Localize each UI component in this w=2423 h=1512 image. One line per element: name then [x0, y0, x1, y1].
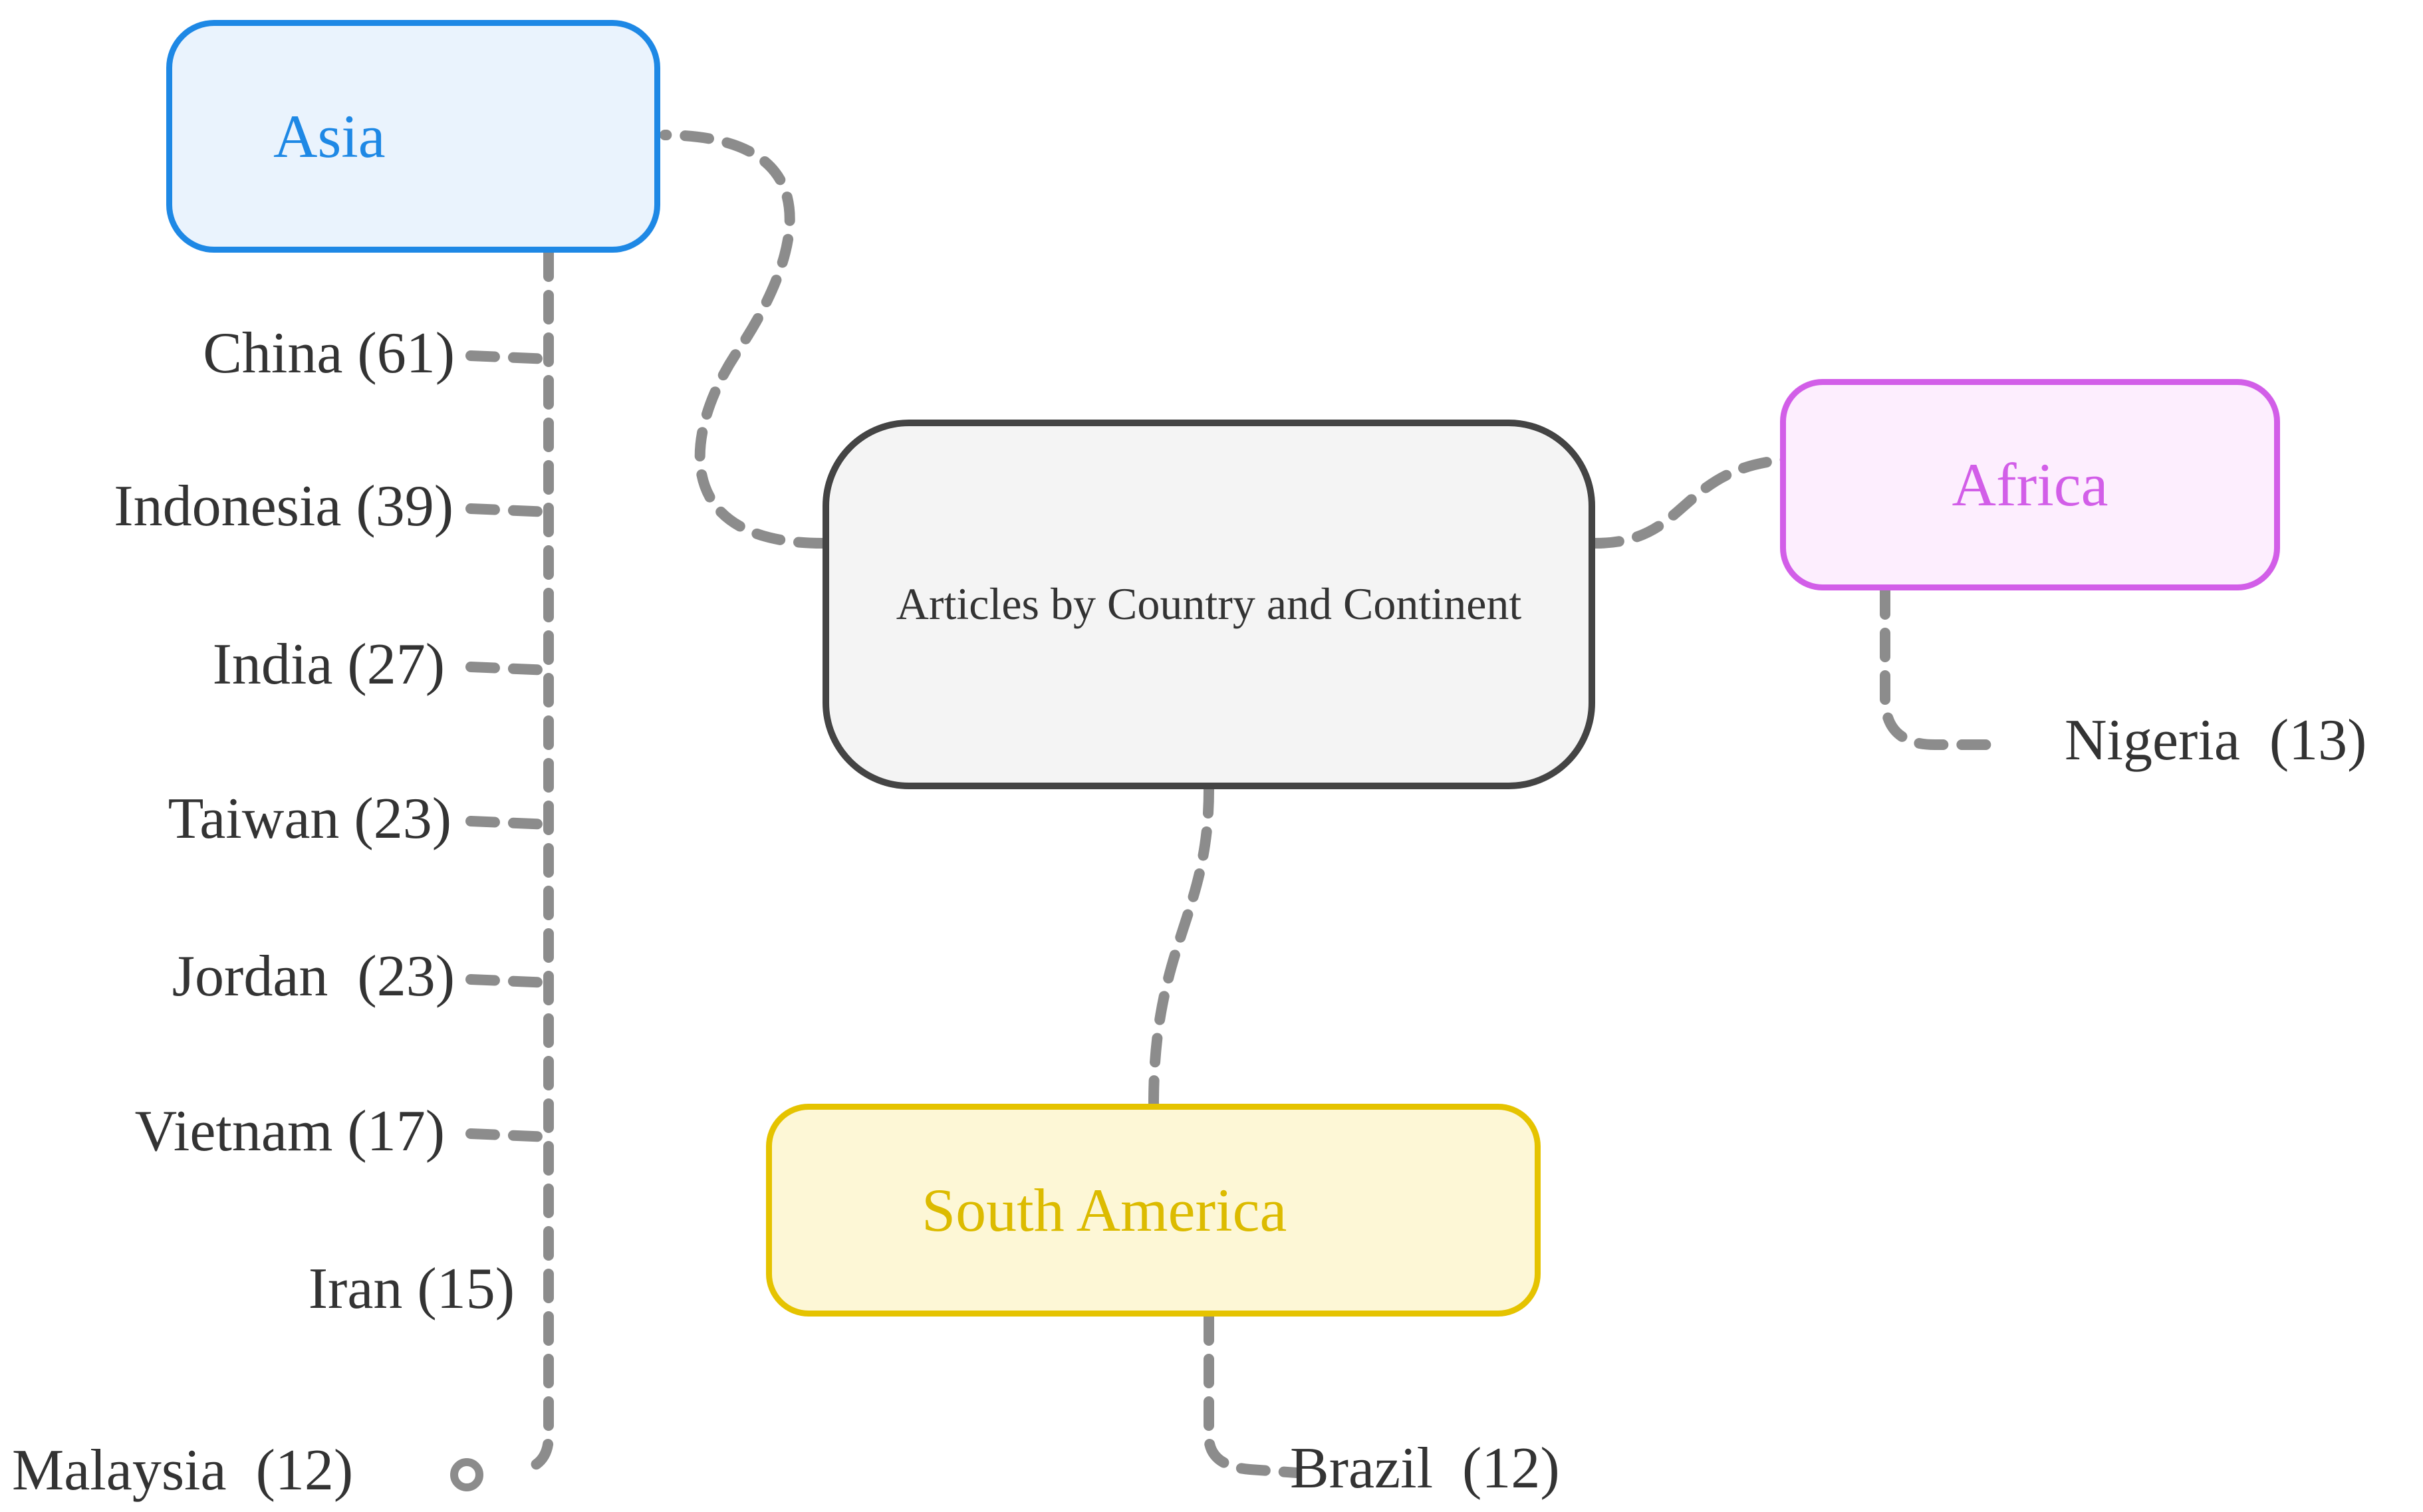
link-center-asia [660, 130, 828, 549]
node-south-america-label: South America [922, 1176, 1287, 1244]
node-central-topic: Articles by Country and Continent [823, 420, 1595, 789]
country-jordan: Jordan (23) [172, 944, 455, 1009]
malaysia-endpoint [450, 1458, 483, 1491]
country-indonesia: Indonesia (39) [114, 474, 468, 539]
link-center-africa [1590, 453, 1814, 549]
node-asia-label: Asia [273, 102, 386, 170]
branch-vietnam [465, 1128, 554, 1142]
node-asia: Asia [166, 20, 660, 253]
node-south-america: South America [766, 1104, 1541, 1317]
branch-jordan [465, 974, 554, 988]
branch-brazil [1204, 1311, 1302, 1478]
country-brazil: Brazil (12) [1290, 1436, 1560, 1501]
country-nigeria: Nigeria (13) [2065, 708, 2367, 773]
node-africa: Africa [1780, 379, 2280, 590]
country-malaysia: Malaysia (12) [12, 1438, 354, 1503]
asia-trunk [520, 247, 554, 1475]
branch-indonesia [465, 503, 554, 517]
country-india: India (27) [212, 632, 445, 697]
branch-nigeria [1880, 585, 2000, 750]
country-iran: Iran (15) [308, 1257, 515, 1321]
branch-india [465, 662, 554, 676]
node-africa-label: Africa [1952, 451, 2108, 519]
link-center-south-america [1148, 784, 1214, 1109]
branch-taiwan [465, 816, 554, 830]
country-taiwan: Taiwan (23) [168, 787, 451, 851]
branch-china [465, 350, 554, 364]
central-topic-label: Articles by Country and Continent [896, 578, 1522, 630]
country-china: China (61) [203, 321, 455, 386]
country-vietnam: Vietnam (17) [134, 1099, 445, 1164]
